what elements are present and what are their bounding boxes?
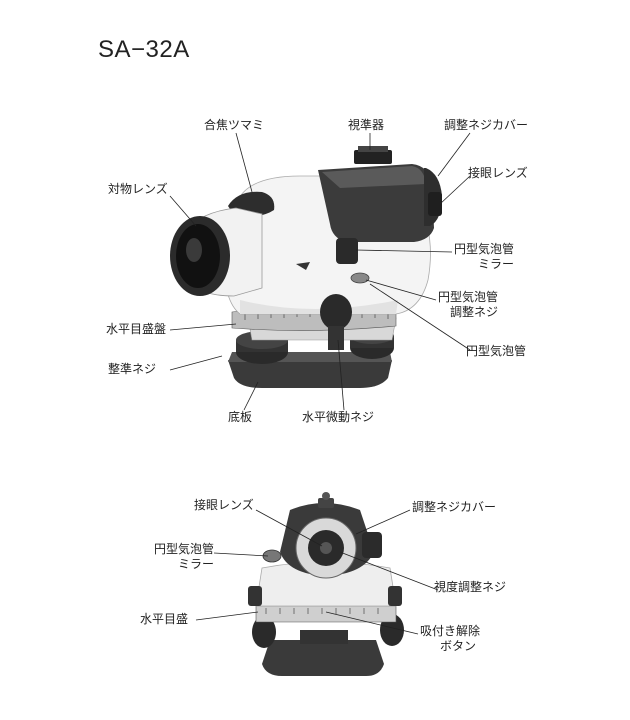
label-bubble-screw: 円型気泡管 調整ネジ (438, 290, 499, 319)
label-bubble-mirror: 円型気泡管 ミラー (454, 242, 515, 271)
label-bottom-eyepiece: 接眼レンズ (194, 498, 254, 512)
circular-bubble-shape (350, 272, 370, 284)
label-objective: 対物レンズ (108, 182, 168, 196)
fine-motion-knob (320, 294, 352, 330)
label-bottom-adjust-cover: 調整ネジカバー (412, 500, 497, 514)
label-eyepiece: 接眼レンズ (468, 166, 528, 180)
label-focus-knob: 合焦ツマミ (204, 118, 265, 132)
label-fine-motion: 水平微動ネジ (302, 410, 375, 424)
label-horizontal-circle: 水平目盛盤 (106, 322, 167, 336)
label-release-button: 吸付き解除 ボタン (420, 624, 481, 653)
label-sight: 視準器 (348, 118, 385, 132)
sight-device (354, 150, 392, 164)
side-knob (336, 238, 358, 264)
base-plate-shape (228, 360, 392, 388)
eyepiece-shape (428, 192, 442, 216)
label-diopter: 視度調整ネジ (434, 580, 507, 594)
label-adjust-cover: 調整ネジカバー (444, 118, 529, 132)
label-base-plate: 底板 (228, 410, 253, 424)
bottom-scale-ring (255, 605, 397, 623)
label-leveling-screw: 整準ネジ (108, 362, 157, 376)
label-bottom-bubble-mirror: 円型気泡管 ミラー (154, 542, 215, 571)
label-horizontal-scale: 水平目盛 (140, 612, 189, 626)
page-title: SA−32A (98, 36, 190, 63)
label-circular-bubble: 円型気泡管 (466, 344, 527, 358)
bottom-base (262, 640, 384, 676)
